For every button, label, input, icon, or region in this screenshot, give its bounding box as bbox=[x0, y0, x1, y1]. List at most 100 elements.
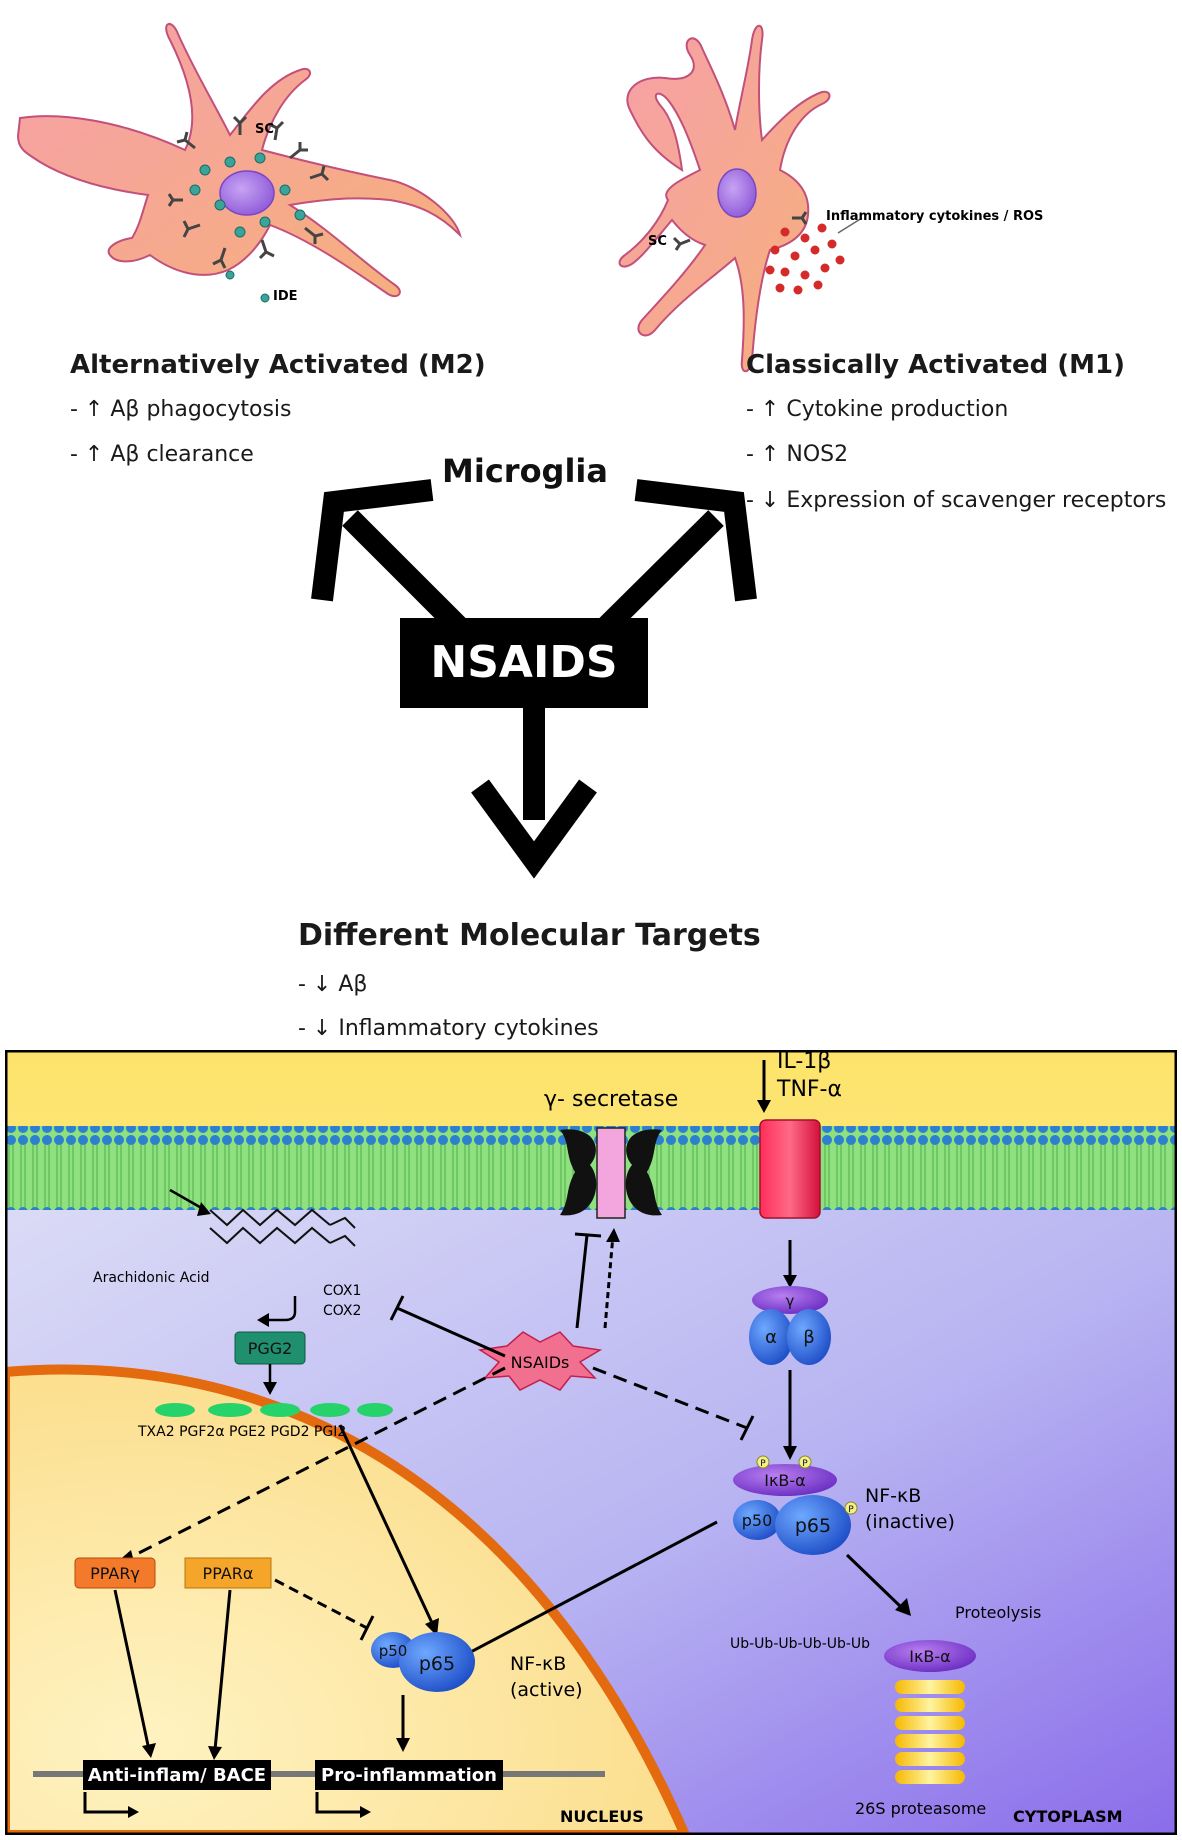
nucleus-label: NUCLEUS bbox=[560, 1807, 644, 1826]
arachidonic-acid-label: Arachidonic Acid bbox=[93, 1270, 210, 1286]
nsaids-box bbox=[400, 618, 648, 708]
ikb-degradation-arrowhead bbox=[895, 1598, 911, 1616]
p50-label-inactive: p50 bbox=[742, 1511, 773, 1530]
targets-item-2: - ↓ Inflammatory cytokines bbox=[298, 1016, 599, 1041]
phospho-1: P bbox=[760, 1459, 766, 1469]
pathway-frame bbox=[5, 1050, 1177, 1835]
ikb-label-degraded: IκB-α bbox=[909, 1647, 950, 1666]
m1-microglia-cell bbox=[618, 24, 863, 373]
anti-inflam-label: Anti-inflam/ BACE bbox=[88, 1765, 266, 1786]
nfkb-translocation-arrow bbox=[464, 1520, 718, 1657]
nfkb-inactive-complex bbox=[733, 1455, 858, 1555]
aa-input-arrowhead bbox=[197, 1202, 211, 1216]
proteolysis-label: Proteolysis bbox=[955, 1603, 1041, 1622]
receptor-to-ikk-arrowhead bbox=[783, 1275, 797, 1288]
m1-item-2: - ↑ NOS2 bbox=[746, 442, 849, 467]
ppargamma-box bbox=[74, 1557, 156, 1589]
m1-sc-label: SC bbox=[648, 234, 667, 249]
cox1-label: COX1 bbox=[323, 1283, 361, 1299]
m1-title: Classically Activated (M1) bbox=[746, 350, 1126, 380]
gamma-secretase-complex bbox=[560, 1127, 662, 1219]
m1-cytokine-label: Inflammatory cytokines / ROS bbox=[826, 209, 1043, 224]
microglia-illustration: SC IDE SC Inflammatory cytokines / ROS bbox=[16, 23, 1043, 879]
nsaids-modulate-arrowhead bbox=[606, 1228, 620, 1242]
nfkb-inactive-label-1: NF-κB bbox=[865, 1485, 921, 1507]
targets-item-1: - ↓ Aβ bbox=[298, 972, 368, 997]
ikb-degraded bbox=[884, 1640, 976, 1672]
nsaids-modulate-secretase bbox=[603, 1234, 615, 1329]
m2-item-2: - ↑ Aβ clearance bbox=[70, 442, 254, 467]
pparalpha-box bbox=[184, 1557, 272, 1589]
ppargamma-to-gene bbox=[113, 1589, 151, 1751]
ikk-inhibit-bar bbox=[739, 1415, 755, 1441]
targets-title: Different Molecular Targets bbox=[298, 918, 761, 953]
pgd2-to-nfkb-arrowhead bbox=[425, 1618, 439, 1636]
m2-microglia-cell bbox=[16, 23, 462, 303]
nsaids-arrows bbox=[311, 479, 757, 879]
pgg2-down-arrowhead bbox=[263, 1382, 277, 1395]
microglia-label: Microglia bbox=[442, 452, 608, 490]
proteasome-26s bbox=[895, 1680, 965, 1784]
aa-to-pgg2-arrowhead bbox=[257, 1313, 269, 1327]
tss-arrowhead-2 bbox=[360, 1806, 371, 1818]
ikk-complex bbox=[749, 1286, 831, 1365]
ikb-degradation-arrow bbox=[845, 1553, 902, 1608]
nfkb-active-complex bbox=[371, 1632, 475, 1692]
cox2-label: COX2 bbox=[323, 1303, 361, 1319]
nsaids-inhibit-cox bbox=[396, 1306, 506, 1358]
m1-cell-nucleus bbox=[717, 168, 757, 218]
pgd2-to-nfkb bbox=[338, 1424, 435, 1626]
tss-arrow-1 bbox=[83, 1792, 130, 1814]
proteasome-label: 26S proteasome bbox=[855, 1799, 986, 1818]
ikk-gamma-label: γ bbox=[786, 1292, 795, 1310]
ligand-arrowhead bbox=[757, 1100, 771, 1113]
nucleus-region bbox=[5, 1364, 691, 1835]
prostanoid-blobs bbox=[155, 1403, 393, 1417]
m1-item-3: - ↓ Expression of scavenger receptors bbox=[746, 488, 1167, 513]
pparalpha-to-gene-arrowhead bbox=[208, 1746, 222, 1760]
cytokine-receptor bbox=[759, 1119, 821, 1219]
m2-sc-label: SC bbox=[255, 122, 274, 137]
nfkb-active-label-1: NF-κB bbox=[510, 1653, 566, 1675]
nsaids-star bbox=[477, 1331, 603, 1391]
nsaids-to-ppargamma bbox=[124, 1366, 506, 1562]
nfkb-active-label-2: (active) bbox=[510, 1679, 583, 1701]
arachidonic-acid-structure bbox=[209, 1208, 356, 1247]
m2-ide-label: IDE bbox=[273, 289, 298, 304]
ub-chain-label: Ub-Ub-Ub-Ub-Ub-Ub bbox=[730, 1636, 870, 1652]
p65-label-inactive: p65 bbox=[795, 1515, 831, 1537]
phospho-3: P bbox=[848, 1505, 854, 1515]
nfkb-inactive-label-2: (inactive) bbox=[865, 1511, 955, 1533]
nsaids-label: NSAIDS bbox=[430, 637, 618, 688]
gamma-secretase-label: γ- secretase bbox=[544, 1087, 678, 1112]
tss-arrow-2 bbox=[315, 1792, 362, 1814]
prostanoids-label: TXA2 PGF2α PGE2 PGD2 PGI2 bbox=[137, 1424, 346, 1440]
cox-inhibit-bar bbox=[389, 1295, 405, 1321]
p65-label-active: p65 bbox=[419, 1653, 455, 1675]
ppargamma-label: PPARγ bbox=[90, 1564, 140, 1583]
pro-inflam-label: Pro-inflammation bbox=[321, 1765, 497, 1786]
ppargamma-to-gene-arrowhead bbox=[142, 1743, 156, 1758]
pparalpha-label: PPARα bbox=[203, 1564, 254, 1583]
phospho-2: P bbox=[802, 1459, 808, 1469]
m2-title: Alternatively Activated (M2) bbox=[70, 350, 486, 380]
m1-item-1: - ↑ Cytokine production bbox=[746, 397, 1009, 422]
nfkb-to-gene-arrowhead bbox=[396, 1738, 410, 1752]
aa-input-arrow bbox=[169, 1188, 206, 1212]
ikk-alpha-label: α bbox=[765, 1327, 777, 1348]
il1b-label: IL-1β bbox=[777, 1050, 831, 1074]
p50-label-active: p50 bbox=[379, 1642, 408, 1660]
anti-inflam-gene-box bbox=[83, 1760, 271, 1790]
pathway-panel: γ- secretase IL-1β TNF-α Arachidonic Aci… bbox=[5, 1050, 1177, 1835]
tnfa-label: TNF-α bbox=[776, 1077, 842, 1102]
nsaids-inhibit-secretase bbox=[575, 1234, 589, 1329]
pro-inflam-gene-box bbox=[315, 1760, 503, 1790]
pparalpha-to-gene bbox=[213, 1589, 232, 1751]
m2-cell-nucleus bbox=[219, 170, 275, 216]
nsaids-pathway-label: NSAIDs bbox=[511, 1353, 570, 1372]
ikk-to-ikb-arrowhead bbox=[783, 1446, 797, 1460]
pgg2-label: PGG2 bbox=[248, 1339, 293, 1358]
nsaids-inhibit-ikk bbox=[592, 1366, 748, 1430]
m2-item-1: - ↑ Aβ phagocytosis bbox=[70, 397, 292, 422]
nsaids-inhibit-bar bbox=[574, 1232, 602, 1238]
